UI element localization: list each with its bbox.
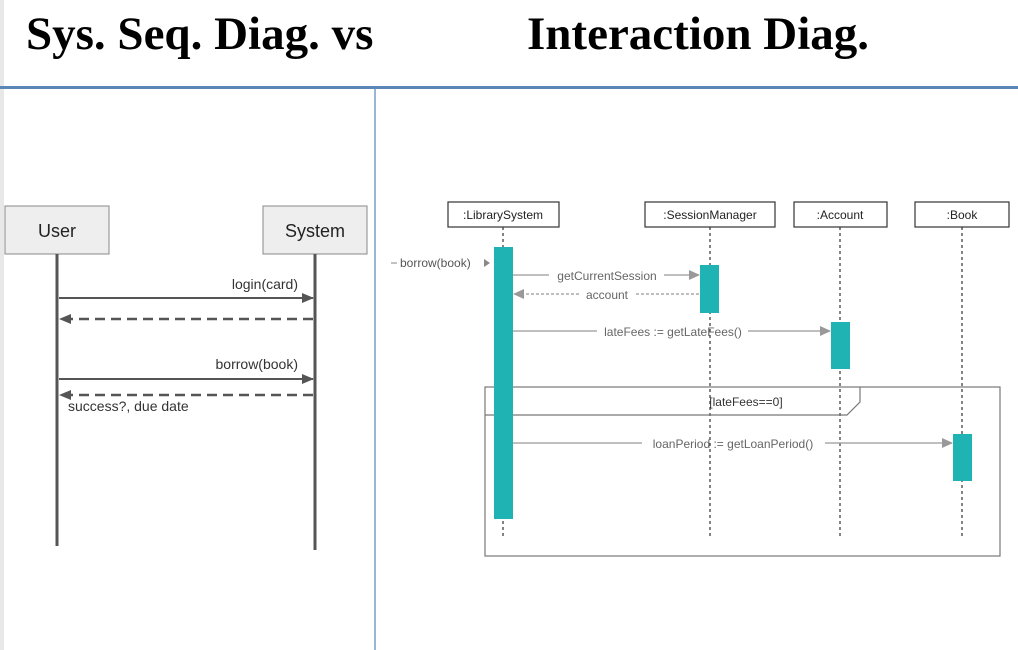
- combined-fragment-frame: [484, 386, 1001, 557]
- participant-box-account: [793, 201, 888, 228]
- actor-label-user: User: [38, 221, 76, 241]
- header-rule: [0, 86, 1018, 89]
- slide-title-right: Interaction Diag.: [527, 8, 870, 60]
- message-borrow-label: borrow(book): [216, 356, 298, 372]
- activation-library-system: [494, 247, 513, 519]
- message-login-label: login(card): [232, 276, 298, 292]
- participant-box-book: [914, 201, 1010, 228]
- return-account-label: account: [586, 288, 629, 302]
- left-edge-strip: [0, 0, 4, 650]
- message-loan-period-label: loanPeriod := getLoanPeriod(): [653, 437, 813, 451]
- message-get-session-label: getCurrentSession: [557, 269, 656, 283]
- participant-label-book: :Book: [947, 208, 979, 222]
- found-message-arrowhead: [484, 259, 490, 267]
- activation-book: [953, 434, 972, 481]
- activation-account: [831, 322, 850, 369]
- participant-label-account: :Account: [817, 208, 864, 222]
- system-box: [262, 205, 368, 255]
- fragment-label-tab: [485, 387, 861, 416]
- found-message-label: borrow(book): [400, 256, 471, 270]
- participant-label-library-system: :LibrarySystem: [463, 208, 543, 222]
- system-sequence-diagram: User System login(card) borrow(book) suc…: [4, 205, 368, 550]
- fragment-guard-condition: [lateFees==0]: [709, 395, 782, 409]
- participant-label-session-manager: :SessionManager: [663, 208, 756, 222]
- activation-session-manager: [700, 265, 719, 313]
- system-label: System: [285, 221, 345, 241]
- interaction-diagram: :LibrarySystem :SessionManager :Account …: [391, 201, 1010, 557]
- slide-title-left: Sys. Seq. Diag. vs: [26, 8, 374, 60]
- return-borrow-label: success?, due date: [68, 398, 189, 414]
- column-divider: [374, 89, 376, 650]
- message-late-fees-label: lateFees := getLateFees(): [604, 325, 742, 339]
